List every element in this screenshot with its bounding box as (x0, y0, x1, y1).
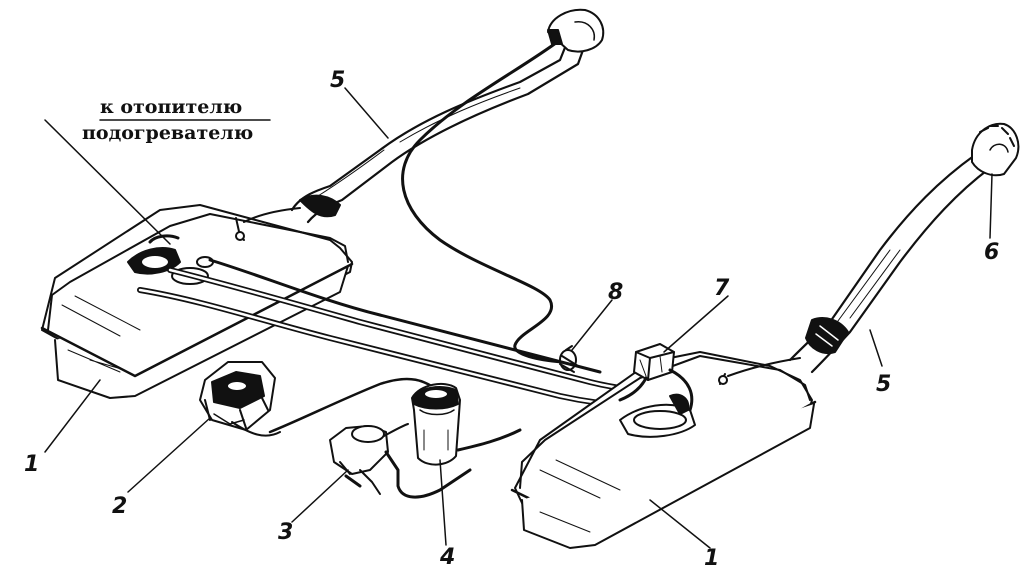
fuel-filter (411, 382, 522, 466)
leader-lines (44, 87, 993, 549)
carburetor-line (268, 377, 442, 434)
callout-3-fuel-pump: 3 (278, 520, 294, 545)
wire-connector (559, 345, 579, 373)
right-fuel-tank (510, 351, 817, 549)
callout-6-filler-cap: 6 (984, 240, 1000, 265)
switch-valve (618, 343, 694, 412)
carburetor (199, 361, 281, 437)
callout-8-connector: 8 (608, 280, 624, 305)
fuel-pump (329, 423, 472, 499)
caption-to-heater: к отопителю (100, 96, 243, 118)
callout-1-right-tank: 1 (704, 546, 720, 571)
caption-to-preheater: подогревателю (82, 122, 254, 144)
callout-5-left-filler-hose: 5 (330, 68, 346, 93)
callout-4-fuel-filter: 4 (440, 545, 456, 570)
right-filler-hose (788, 153, 992, 374)
sensor-wire (401, 38, 564, 364)
callout-1-left-tank: 1 (24, 452, 40, 477)
callout-5-right-filler-hose: 5 (876, 372, 892, 397)
callout-2-carburetor: 2 (112, 494, 128, 519)
callout-7-switch-valve: 7 (714, 276, 730, 301)
filler-cap (971, 122, 1020, 177)
